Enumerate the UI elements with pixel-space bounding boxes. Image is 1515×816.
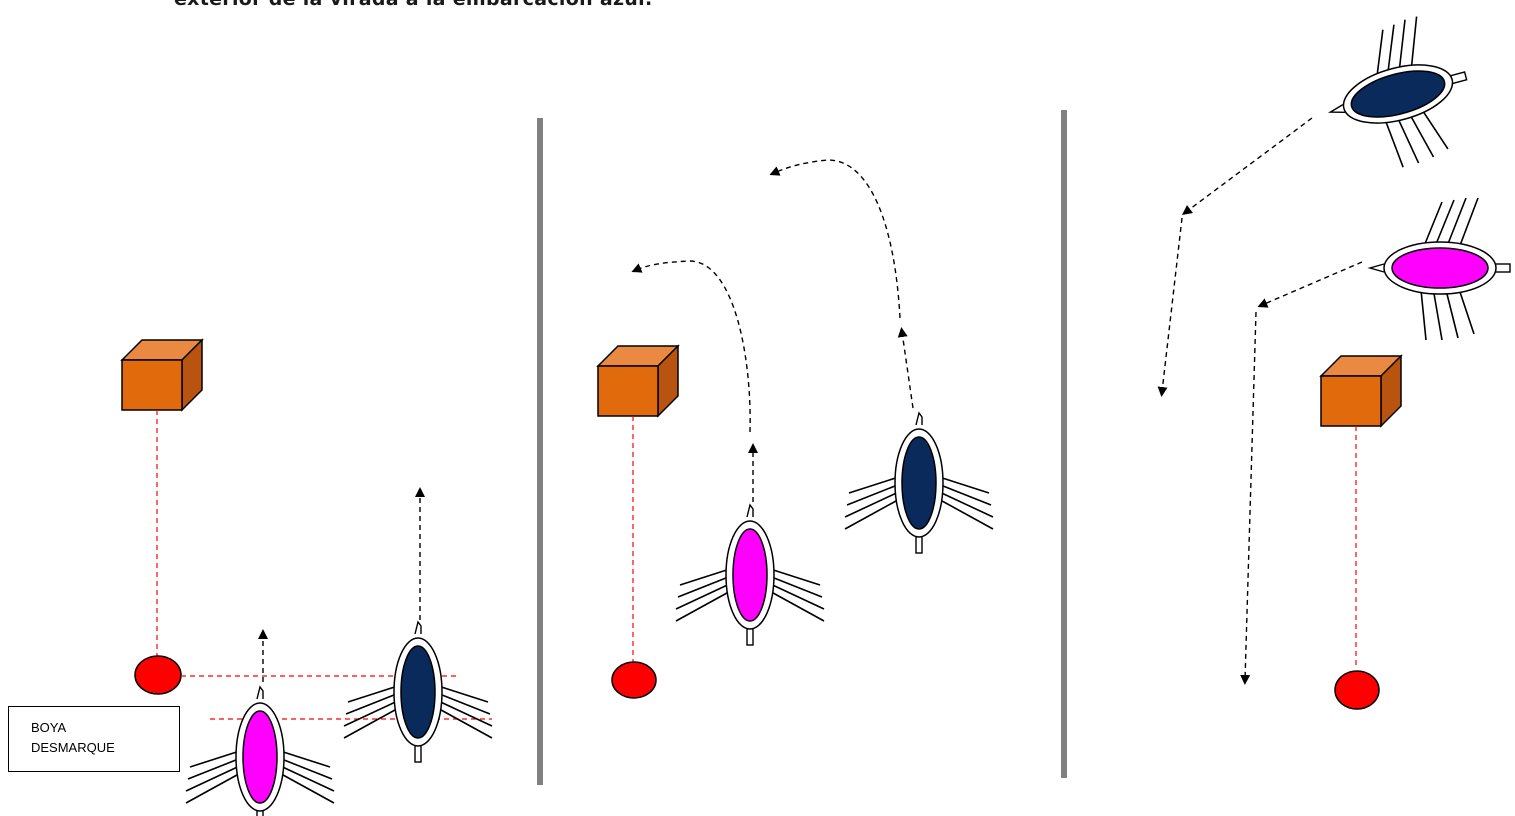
magenta-sailboat-icon	[185, 686, 335, 816]
committee-boat-cube-icon	[1320, 355, 1402, 427]
desmarque-buoy-icon	[134, 655, 182, 695]
course-arrow-icon	[1157, 217, 1183, 397]
desmarque-buoy-icon	[611, 661, 657, 699]
magenta-sailboat-icon	[1369, 197, 1511, 341]
panel-2	[597, 159, 994, 699]
magenta-sailboat-icon	[675, 504, 825, 646]
buoy-label-box: BOYA DESMARQUE	[8, 706, 180, 772]
buoy-label-line-1: BOYA	[31, 720, 67, 735]
course-arrow-icon	[1257, 261, 1363, 308]
course-arrow-icon	[1181, 117, 1313, 215]
navy-sailboat-icon	[844, 412, 994, 554]
desmarque-buoy-icon	[1334, 670, 1380, 710]
committee-boat-cube-icon	[121, 339, 203, 411]
panel-1	[121, 339, 493, 816]
panel-3	[1157, 7, 1511, 710]
course-arrow-icon	[1240, 311, 1257, 685]
committee-boat-cube-icon	[597, 345, 679, 417]
course-arrow-icon	[631, 260, 751, 433]
navy-sailboat-icon	[343, 621, 493, 763]
course-arrow-icon	[897, 327, 914, 409]
buoy-label-line-2: DESMARQUE	[31, 740, 115, 755]
caption-text: exterior de la virada a la embarcación a…	[174, 0, 652, 10]
course-arrow-icon	[769, 159, 901, 319]
navy-sailboat-icon	[1311, 7, 1486, 183]
